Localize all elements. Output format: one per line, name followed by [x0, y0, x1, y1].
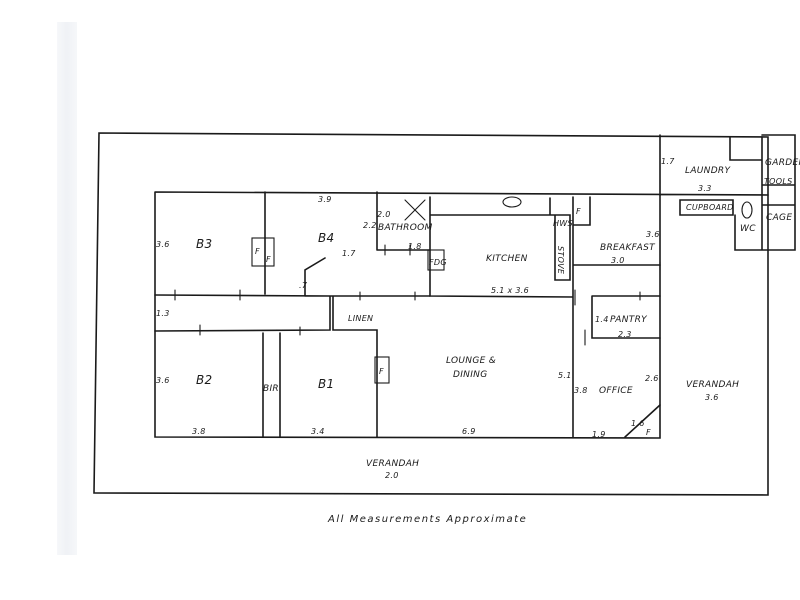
dim-b2-h: 3.6	[156, 376, 170, 385]
room-hws: HWS	[553, 219, 573, 228]
fridge-mark-lounge: F	[379, 367, 384, 376]
door-ticks	[174, 179, 661, 346]
dim-b1-w: 3.4	[311, 427, 325, 436]
room-bathroom: BATHROOM	[378, 223, 433, 233]
dim-breakfast-h: 3.6	[646, 230, 660, 239]
dim-b2-w: 3.8	[192, 427, 206, 436]
room-lounge: LOUNGE &	[446, 356, 496, 366]
room-cupboard: CUPBOARD	[686, 203, 734, 212]
room-laundry: LAUNDRY	[685, 166, 731, 176]
dim-lounge-h: 5.1	[558, 371, 572, 380]
room-fdg: FDG	[429, 258, 447, 267]
room-b1: B1	[318, 377, 334, 391]
fridge-mark-b3: F	[255, 247, 260, 256]
appliance-symbols	[251, 196, 753, 384]
fridge-mark-b4: F	[266, 255, 271, 264]
dim-kitchen: 5.1 x 3.6	[491, 286, 529, 295]
room-breakfast: BREAKFAST	[600, 243, 656, 253]
dim-laundry-h: 1.7	[661, 157, 675, 166]
measurements-caption: All Measurements Approximate	[327, 514, 527, 525]
dim-office-c: 1.6	[631, 419, 645, 428]
fridge-mark-office: F	[646, 428, 651, 437]
dim-lounge-w: 6.9	[462, 427, 476, 436]
dim-bath-w: 2.0	[377, 210, 391, 219]
room-b4: B4	[318, 231, 334, 245]
kitchen-walls	[429, 196, 661, 438]
dim-bath-door: 1.8	[408, 242, 422, 251]
dim-hall-w: 1.3	[156, 309, 170, 318]
outer-boundary	[93, 132, 769, 496]
dim-b4-door: .7	[299, 281, 308, 290]
room-b2: B2	[196, 373, 212, 387]
scan-bleed-strip	[57, 22, 77, 555]
room-office: OFFICE	[599, 386, 633, 396]
room-garden: GARDEN	[765, 158, 800, 168]
room-cage: CAGE	[766, 213, 792, 223]
house-outline	[154, 191, 769, 439]
room-tools: TOOLS	[764, 177, 793, 186]
dim-office-b: 1.9	[592, 430, 606, 439]
room-pantry: PANTRY	[610, 315, 648, 325]
dim-office-h: 3.8	[574, 386, 588, 395]
fridge-mark-breakfast: F	[576, 207, 581, 216]
dim-verandah-right: 3.6	[705, 393, 719, 402]
dim-verandah-bottom: 2.0	[385, 471, 399, 480]
room-bir: BIR	[263, 384, 279, 394]
laundry-block	[659, 134, 796, 251]
dim-pantry-w: 2.3	[618, 330, 632, 339]
room-wc: WC	[740, 224, 756, 234]
room-linen: LINEN	[348, 314, 373, 323]
room-stove: STOVE	[556, 246, 565, 275]
dim-pantry-h: 1.4	[595, 315, 609, 324]
dim-b4-w: 3.9	[318, 195, 332, 204]
bedroom-wing-walls	[154, 191, 431, 438]
dim-breakfast-w: 3.0	[611, 256, 625, 265]
dim-bath-h: 2.2	[363, 221, 377, 230]
room-verandah-right: VERANDAH	[686, 380, 739, 390]
dim-b4-hall: 1.7	[342, 249, 356, 258]
room-verandah-bottom: VERANDAH	[366, 459, 419, 469]
room-kitchen: KITCHEN	[486, 254, 528, 264]
dim-office-w: 2.6	[645, 374, 659, 383]
room-b3: B3	[196, 237, 212, 251]
room-dining: DINING	[453, 370, 487, 380]
dim-laundry-w: 3.3	[698, 184, 712, 193]
dim-b3-h: 3.6	[156, 240, 170, 249]
